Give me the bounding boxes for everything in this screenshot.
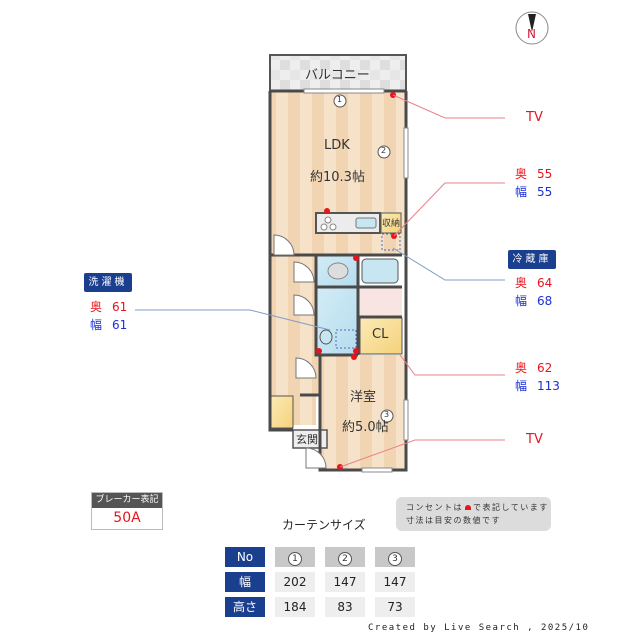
room-storage: 収納 — [382, 219, 401, 229]
curtain-width-1: 202 — [275, 572, 315, 592]
tv-label-top: TV — [526, 110, 543, 125]
fridge-tag: 冷蔵庫 — [508, 250, 556, 269]
curtain-header-height: 高さ — [225, 597, 265, 617]
window-marker-3: 3 — [384, 410, 390, 419]
curtain-width-3: 147 — [375, 572, 415, 592]
curtain-no-3: 3 — [375, 547, 415, 567]
curtain-height-3: 73 — [375, 597, 415, 617]
legend-note: コンセントはで表記しています 寸法は目安の数値です — [396, 497, 551, 531]
curtain-no-2: 2 — [325, 547, 365, 567]
room-western-size: 約5.0帖 — [342, 420, 389, 435]
curtain-height-1: 184 — [275, 597, 315, 617]
compass: N — [514, 10, 550, 46]
compass-north-label: N — [527, 27, 536, 41]
room-balcony: バルコニー — [305, 68, 370, 83]
breaker-value: 50A — [92, 508, 162, 529]
curtain-no-1: 1 — [275, 547, 315, 567]
room-ldk: LDK — [324, 138, 350, 153]
room-entrance: 玄関 — [296, 433, 318, 446]
breaker-header: ブレーカー表記 — [92, 493, 162, 508]
window-marker-2: 2 — [381, 146, 387, 155]
window-marker-1: 1 — [337, 95, 343, 104]
credit-text: Created by Live Search , 2025/10 — [368, 623, 590, 633]
curtain-width-2: 147 — [325, 572, 365, 592]
breaker-box: ブレーカー表記 50A — [91, 492, 163, 530]
curtain-header-width: 幅 — [225, 572, 265, 592]
tv-label-bottom: TV — [526, 432, 543, 447]
outlet-icon — [465, 505, 471, 510]
room-western: 洋室 — [350, 390, 377, 405]
washer-tag: 洗濯機 — [84, 273, 132, 292]
room-closet: CL — [372, 327, 389, 342]
curtain-height-2: 83 — [325, 597, 365, 617]
compass-icon — [515, 11, 549, 45]
curtain-title: カーテンサイズ — [282, 518, 366, 532]
room-ldk-size: 約10.3帖 — [310, 170, 365, 185]
curtain-header-no: No — [225, 547, 265, 567]
